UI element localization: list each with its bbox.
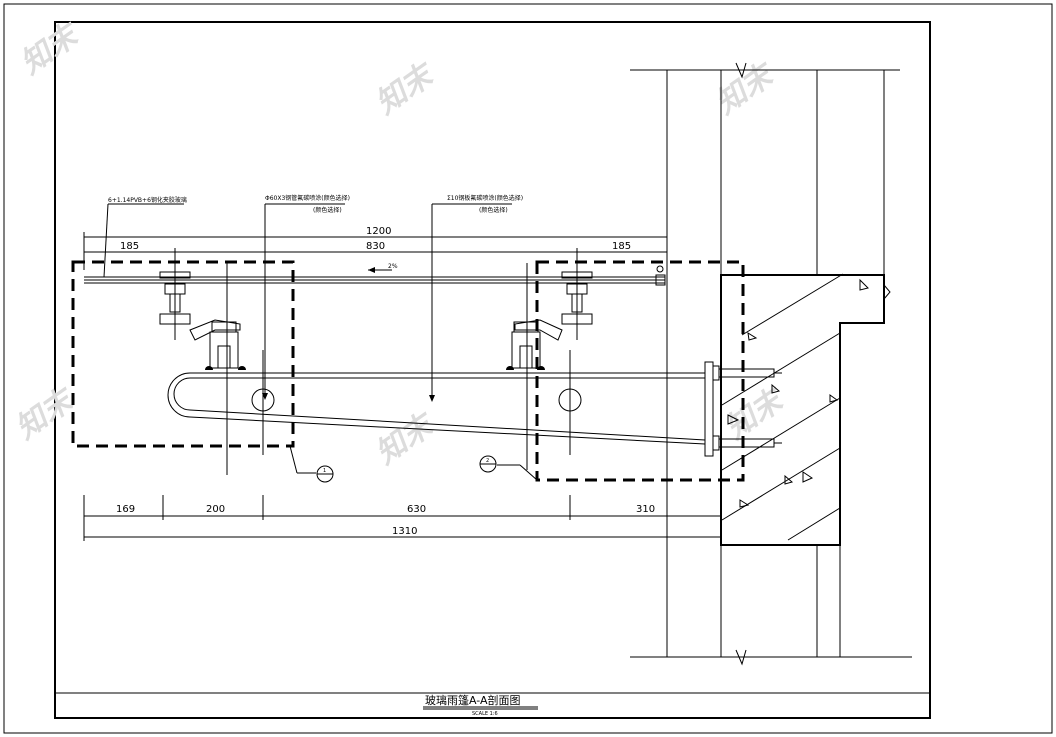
watermark: 知末 bbox=[370, 406, 443, 471]
glass-panel bbox=[84, 265, 666, 286]
detail-box-left bbox=[71, 260, 295, 448]
detail-box-right bbox=[535, 260, 745, 482]
detail-bubble-2: 2 bbox=[479, 455, 538, 481]
bubble-1-label: 1 bbox=[323, 468, 326, 474]
watermark: 知末 bbox=[10, 381, 83, 446]
watermark: 知末 bbox=[720, 381, 793, 446]
watermark: 知末 bbox=[710, 56, 783, 121]
building-wall bbox=[630, 62, 912, 666]
watermark: 知末 bbox=[15, 16, 88, 81]
dim-bottom-total: 1310 bbox=[392, 526, 417, 537]
top-dimensions: 1200 185 830 185 bbox=[83, 226, 668, 270]
sheet-inner-border bbox=[54, 21, 931, 719]
drawing-scale: SCALE 1:6 bbox=[472, 711, 498, 717]
watermark: 知末 bbox=[370, 56, 443, 121]
slope-label: 2% bbox=[388, 263, 398, 270]
callout-glass-text: 6+1.14PVB+6钢化夹胶玻璃 bbox=[108, 196, 187, 204]
dim-top-right: 185 bbox=[612, 241, 631, 252]
dim-bottom-seg4: 310 bbox=[636, 504, 655, 515]
callout-steel-sub: (颜色选择) bbox=[479, 206, 508, 214]
sheet-outer-border bbox=[3, 3, 1053, 734]
drawing-title: 玻璃雨篷A-A剖面图 bbox=[425, 693, 521, 707]
steel-support-bar bbox=[167, 366, 706, 445]
spider-fitting-left bbox=[159, 248, 241, 369]
dim-bottom-seg3: 630 bbox=[407, 504, 426, 515]
spider-fitting-right bbox=[511, 248, 593, 369]
dim-top-left: 185 bbox=[120, 241, 139, 252]
callout-steel-bar: Σ10钢板氟碳喷涂(颜色选择) (颜色选择) bbox=[429, 194, 523, 402]
bottom-dimensions: 169 200 630 310 1310 bbox=[83, 495, 722, 541]
dim-top-total: 1200 bbox=[366, 226, 391, 237]
drawing-title-block: 玻璃雨篷A-A剖面图 SCALE 1:6 bbox=[423, 693, 538, 717]
dim-top-middle: 830 bbox=[366, 241, 385, 252]
callout-glass: 6+1.14PVB+6钢化夹胶玻璃 bbox=[103, 196, 187, 278]
callout-steel-text: Σ10钢板氟碳喷涂(颜色选择) bbox=[447, 194, 523, 202]
detail-bubble-1: 1 bbox=[289, 445, 334, 483]
wall-anchor-plate bbox=[704, 361, 782, 457]
callout-pipe: Φ60X3钢管氟碳喷涂(颜色选择) (颜色选择) bbox=[262, 194, 350, 400]
callout-pipe-sub: (颜色选择) bbox=[313, 206, 342, 214]
bubble-2-label: 2 bbox=[486, 458, 489, 464]
dim-bottom-seg2: 200 bbox=[206, 504, 225, 515]
center-lines bbox=[226, 263, 571, 475]
dim-bottom-seg1: 169 bbox=[116, 504, 135, 515]
callout-pipe-text: Φ60X3钢管氟碳喷涂(颜色选择) bbox=[265, 194, 350, 202]
slope-indicator: 2% bbox=[368, 263, 398, 273]
